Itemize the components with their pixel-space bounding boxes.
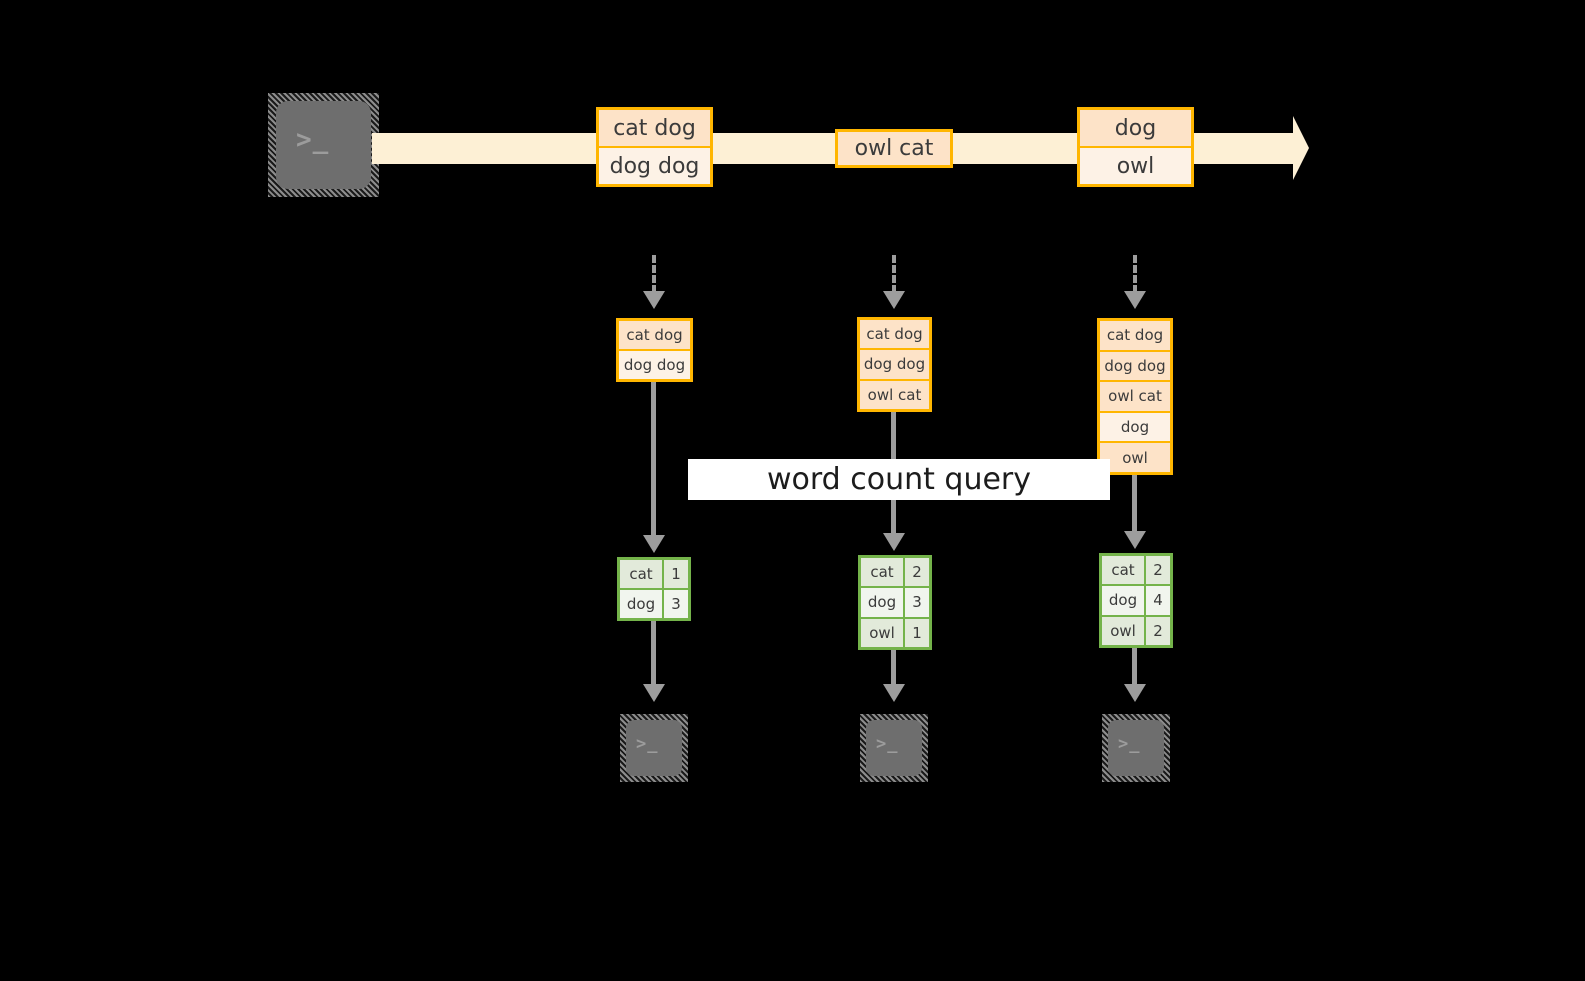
buffer-record: owl [1100,443,1170,472]
buffer-record: dog dog [860,350,929,381]
result-row: dog 4 [1102,586,1170,617]
result-key: dog [620,590,664,618]
terminal-body: >_ [276,101,371,189]
result-row: owl 2 [1102,616,1170,645]
stage-1-sink-arrowhead [643,684,665,702]
terminal-prompt-glyph: >_ [296,125,330,155]
result-key: cat [1102,556,1146,585]
buffer-record: owl cat [1100,382,1170,413]
stage-2-feed-line [892,255,896,293]
stage-3-feed-arrowhead [1124,291,1146,309]
buffer-record: cat dog [860,320,929,351]
terminal-body: >_ [1108,720,1164,776]
stage-1-sink-terminal-icon[interactable]: >_ [620,714,688,782]
terminal-body: >_ [626,720,682,776]
result-value: 2 [1146,556,1170,585]
stage-3-sink-line [1132,648,1137,686]
stage-1-result-table[interactable]: cat 1 dog 3 [617,557,691,621]
stream-record: dog dog [599,148,710,184]
result-key: dog [861,588,905,617]
result-row: cat 2 [1102,556,1170,587]
stage-2-feed-arrowhead [883,291,905,309]
stream-group-2[interactable]: owl cat [835,129,953,168]
stage-3-sink-arrowhead [1124,684,1146,702]
buffer-record: dog dog [1100,351,1170,383]
stage-3-query-arrowhead [1124,531,1146,549]
query-label-text: word count query [766,462,1032,497]
terminal-prompt-glyph: >_ [876,734,899,754]
buffer-record: cat dog [1100,321,1170,352]
stream-record: cat dog [599,110,710,148]
result-key: owl [1102,616,1146,645]
stream-group-3[interactable]: dog owl [1077,107,1194,187]
stage-1-query-arrowhead [643,535,665,553]
terminal-prompt-glyph: >_ [1118,734,1141,754]
result-key: dog [1102,586,1146,615]
stage-1-sink-line [651,621,656,686]
terminal-body: >_ [866,720,922,776]
result-key: owl [861,618,905,647]
buffer-record: dog [1100,412,1170,444]
result-value: 1 [905,618,929,647]
result-row: cat 2 [861,558,929,589]
stage-1-feed-arrowhead [643,291,665,309]
stage-2-query-arrowhead [883,533,905,551]
result-row: owl 1 [861,618,929,647]
stream-group-1[interactable]: cat dog dog dog [596,107,713,187]
query-label-banner: word count query [688,459,1110,500]
stream-arrow-head [1293,116,1309,180]
result-key: cat [620,560,664,588]
result-value: 2 [1146,616,1170,645]
stage-3-feed-line [1133,255,1137,293]
result-row: dog 3 [620,590,688,618]
stage-2-result-table[interactable]: cat 2 dog 3 owl 1 [858,555,932,650]
stream-record: dog [1080,110,1191,148]
buffer-record: dog dog [619,351,690,379]
terminal-prompt-glyph: >_ [636,734,659,754]
source-terminal-icon[interactable]: >_ [268,93,379,197]
stage-3-query-line [1132,475,1137,533]
stage-2-sink-terminal-icon[interactable]: >_ [860,714,928,782]
result-row: dog 3 [861,588,929,619]
stage-1-buffer[interactable]: cat dog dog dog [616,318,693,382]
stage-2-buffer[interactable]: cat dog dog dog owl cat [857,317,932,412]
result-value: 2 [905,558,929,587]
result-key: cat [861,558,905,587]
stream-record: owl [1080,148,1191,184]
stage-3-sink-terminal-icon[interactable]: >_ [1102,714,1170,782]
stage-2-sink-line [891,650,896,686]
stage-1-query-line [651,382,656,537]
buffer-record: cat dog [619,321,690,351]
stage-3-result-table[interactable]: cat 2 dog 4 owl 2 [1099,553,1173,648]
result-value: 4 [1146,586,1170,615]
result-value: 3 [905,588,929,617]
result-value: 3 [664,590,688,618]
buffer-record: owl cat [860,380,929,409]
stage-2-sink-arrowhead [883,684,905,702]
stream-record: owl cat [838,132,950,165]
result-row: cat 1 [620,560,688,590]
stage-1-feed-line [652,255,656,293]
result-value: 1 [664,560,688,588]
stage-3-buffer[interactable]: cat dog dog dog owl cat dog owl [1097,318,1173,475]
